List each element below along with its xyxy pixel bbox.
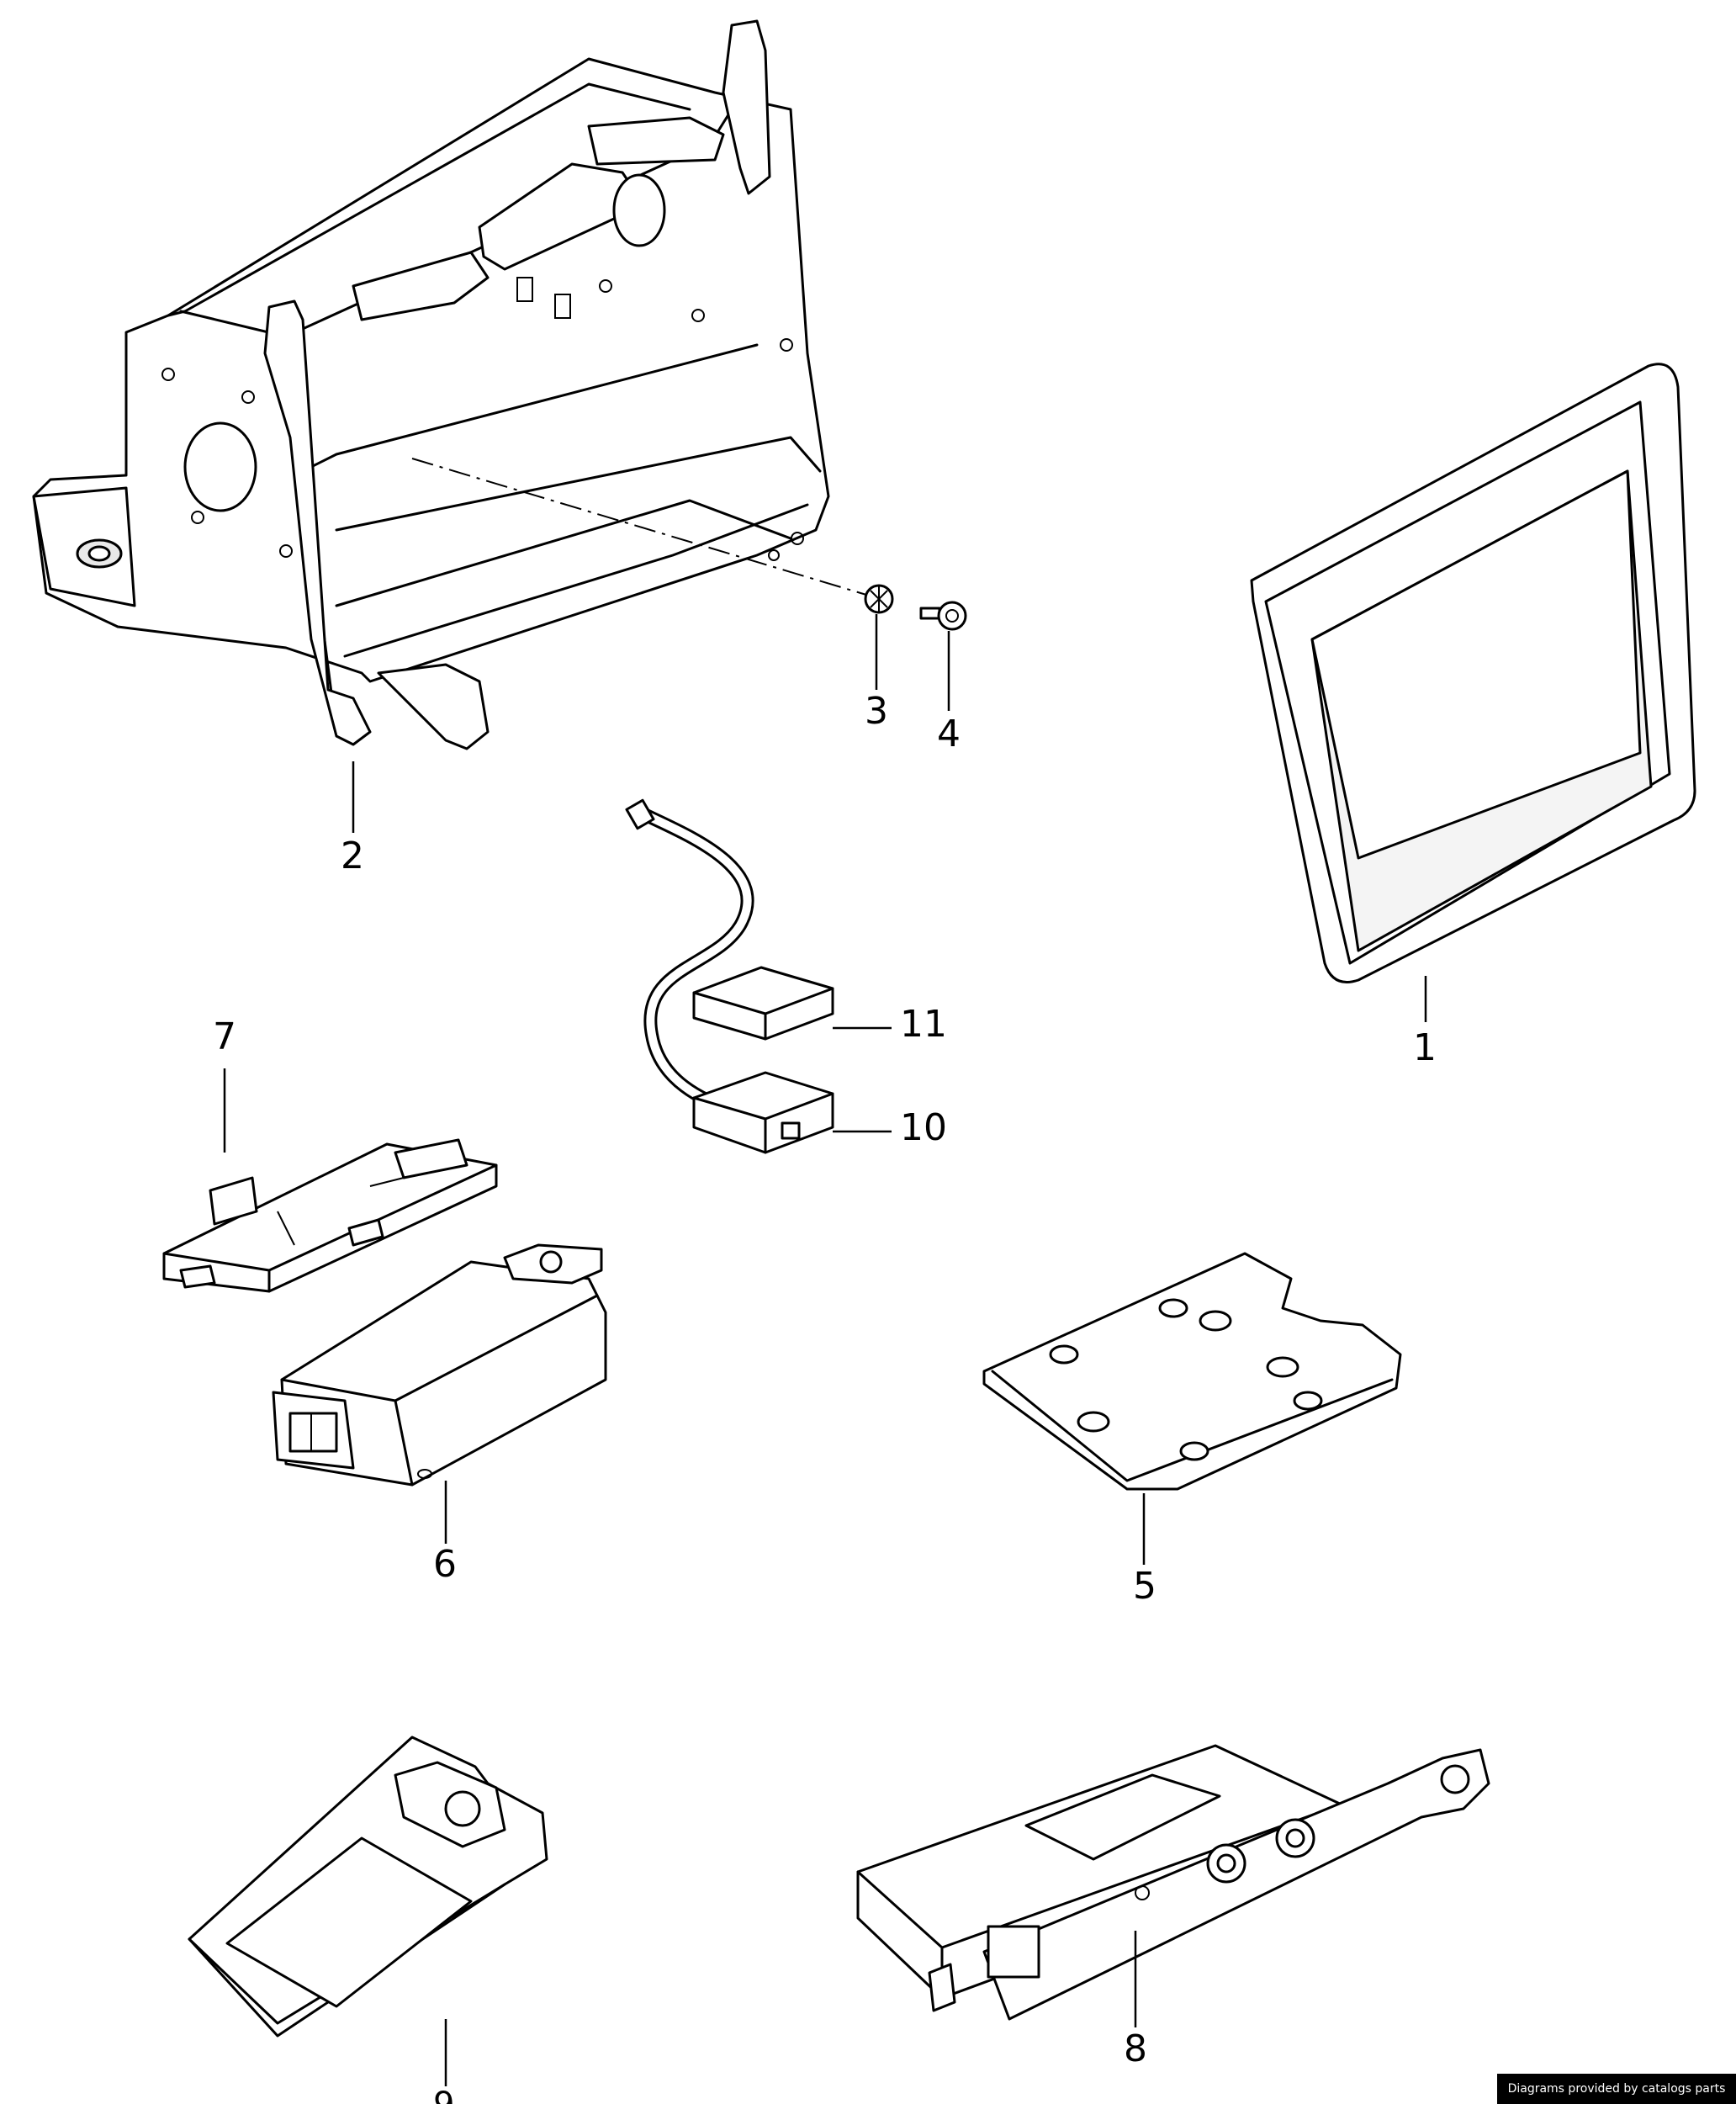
part-cable-assembly[interactable] [625, 798, 754, 1117]
alignment-line [411, 458, 876, 598]
part-10-connector[interactable] [692, 1071, 834, 1154]
part-9-tray[interactable] [188, 1736, 548, 2038]
callout-7: 7 [213, 1015, 236, 1058]
part-7-bracket[interactable] [162, 1138, 498, 1293]
part-1-display-frame[interactable] [1250, 363, 1696, 983]
part-11-pad[interactable] [692, 966, 834, 1041]
attribution-footer: Diagrams provided by catalogs parts [1497, 2074, 1736, 2104]
part-2-mounting-frame[interactable] [32, 19, 830, 750]
callout-9: 9 [433, 2085, 454, 2104]
callout-10: 10 [900, 1106, 947, 1149]
part-6-module[interactable] [272, 1243, 607, 1487]
callout-11: 11 [900, 1003, 947, 1046]
callout-5: 5 [1133, 1565, 1156, 1608]
part-4-screw[interactable] [919, 601, 967, 631]
callout-8: 8 [1124, 2027, 1147, 2070]
callout-1: 1 [1413, 1026, 1437, 1069]
callout-3: 3 [865, 690, 888, 733]
callout-4: 4 [937, 713, 961, 755]
callout-2: 2 [341, 835, 364, 877]
part-3-clip-nut[interactable] [864, 584, 894, 614]
part-5-plate[interactable] [982, 1252, 1402, 1491]
part-8-amplifier[interactable] [856, 1744, 1490, 2021]
callout-6: 6 [433, 1543, 457, 1586]
